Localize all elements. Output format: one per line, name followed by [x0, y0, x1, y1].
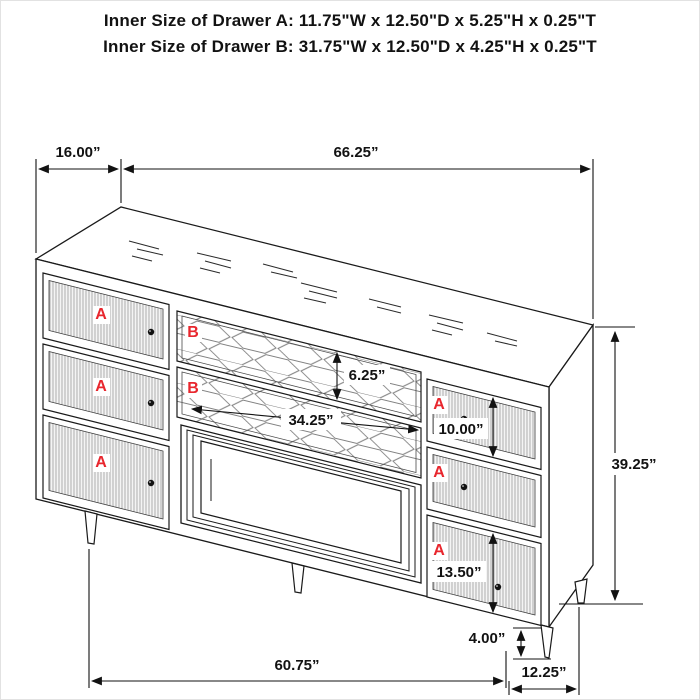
knob-highlight [149, 401, 151, 403]
drawer-a-letter: A [95, 454, 107, 471]
dim-label-top-width: 66.25” [333, 144, 378, 161]
knob-highlight [149, 330, 151, 332]
title-block: Inner Size of Drawer A: 11.75"W x 12.50"… [1, 8, 699, 60]
leg-front-middle [291, 562, 305, 594]
label-backing [93, 454, 110, 472]
knob-icon [147, 399, 155, 407]
knob-icon [147, 328, 155, 336]
leg-front-right [540, 624, 554, 659]
dim-label-leg-height: 4.00” [469, 630, 506, 647]
drawer-a-right-2: A [426, 446, 542, 539]
knob-highlight [149, 481, 151, 483]
dim-label-base-width: 60.75” [274, 657, 319, 674]
dim-top-width [122, 159, 594, 319]
right-drawer-column: A A A [426, 378, 542, 627]
label-backing [185, 380, 202, 398]
dim-top-depth [35, 159, 122, 253]
knob-icon [494, 583, 502, 591]
label-backing [93, 306, 110, 324]
drawer-fluted-panel [432, 453, 536, 528]
leg-front-left [84, 510, 98, 545]
label-backing [431, 396, 448, 414]
label-backing [431, 464, 448, 482]
dim-base-depth [508, 607, 580, 695]
label-backing [185, 324, 202, 342]
drawer-a-letter: A [95, 306, 107, 323]
legs [84, 510, 588, 659]
knob-icon [147, 479, 155, 487]
label-backing [434, 418, 488, 439]
label-backing [431, 542, 448, 560]
dim-base-width [88, 549, 507, 688]
label-backing [93, 378, 110, 396]
knob-highlight [462, 485, 464, 487]
dim-label-drawer-b-height: 6.25” [349, 367, 386, 384]
dimension-label-backings [281, 365, 663, 648]
dim-label-drawer-b-width: 34.25” [288, 412, 333, 429]
dim-label-bottom-drawer-height: 13.50” [436, 564, 481, 581]
label-backing [462, 628, 512, 648]
dim-label-drawer-a-height: 10.00” [438, 421, 483, 438]
panel-opening [200, 440, 402, 564]
drawer-a-letter: A [433, 464, 445, 481]
dim-label-overall-height: 39.25” [611, 456, 656, 473]
leg-back-right [574, 578, 588, 604]
label-backing [432, 561, 486, 582]
drawer-a-left-2: A [42, 343, 170, 442]
drawer-a-letter: A [433, 396, 445, 413]
label-backing [281, 409, 341, 430]
drawer-a-left-3: A [42, 414, 170, 531]
drawer-b-size-title: Inner Size of Drawer B: 31.75"W x 12.50"… [103, 37, 597, 56]
drawer-a-letter: A [95, 378, 107, 395]
center-panel [180, 424, 422, 584]
left-drawer-column: A A A [42, 272, 170, 531]
label-backing [605, 453, 663, 475]
drawer-b-upper: B [176, 310, 422, 423]
drawer-face [176, 310, 422, 423]
drawer-b-letter: B [187, 324, 199, 341]
dimension-labels: 16.00” 66.25” 6.25” 34.25” 10.00” 39.25”… [55, 144, 656, 681]
dim-label-top-depth: 16.00” [55, 144, 100, 161]
center-drawer-column: B B [176, 310, 422, 584]
dim-label-base-depth: 12.25” [521, 664, 566, 681]
drawer-b-letter: B [187, 380, 199, 397]
knob-icon [460, 483, 468, 491]
knob-highlight [496, 585, 498, 587]
drawer-a-size-title: Inner Size of Drawer A: 11.75"W x 12.50"… [103, 11, 597, 30]
wood-grain-marks [128, 240, 518, 347]
dim-leg-height [513, 627, 551, 660]
drawer-a-left-1: A [42, 272, 170, 371]
label-backing [344, 365, 390, 385]
drawer-a-letter: A [433, 542, 445, 559]
